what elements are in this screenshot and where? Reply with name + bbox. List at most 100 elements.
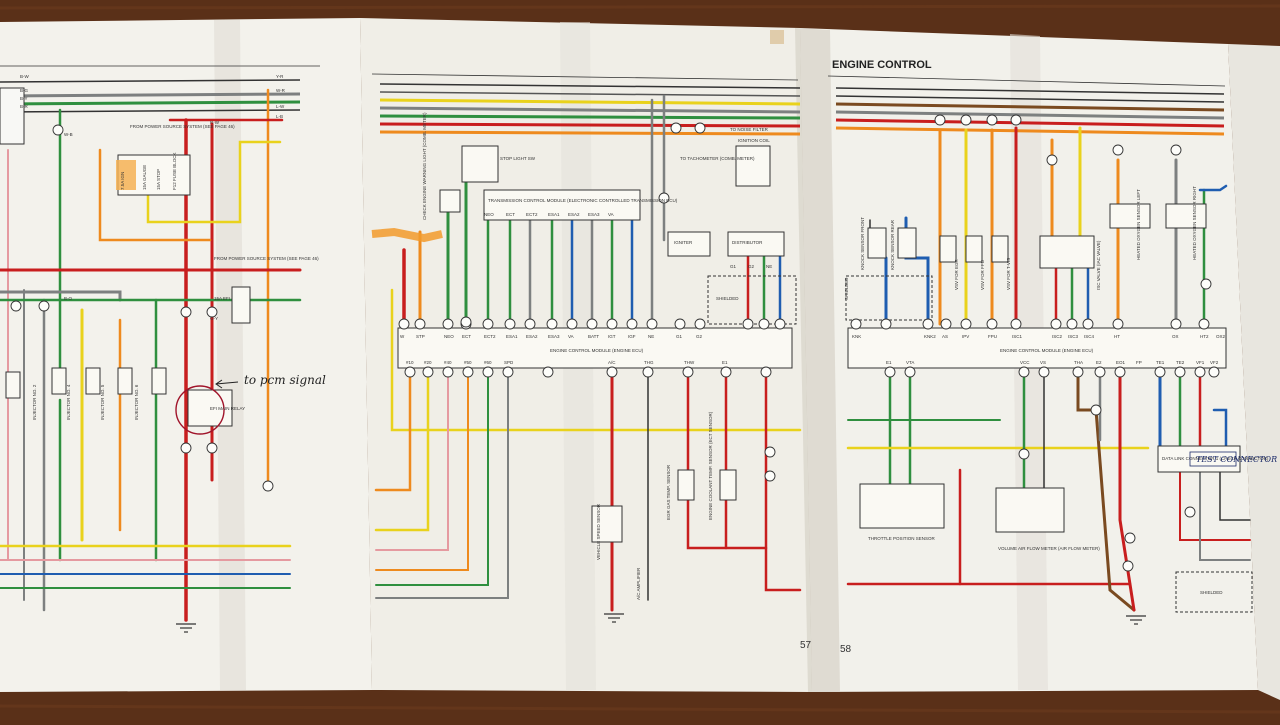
pin-circle-27 <box>682 366 694 378</box>
wire-79 <box>1179 471 1251 541</box>
distributor-pin-label: G1 <box>730 264 737 269</box>
wire-78 <box>1212 408 1228 448</box>
ground-symbols <box>176 613 1146 633</box>
ecm-right-top-pin-label: OX <box>1172 334 1179 339</box>
tcm-box <box>483 189 641 221</box>
pin-circle-48 <box>1094 366 1106 378</box>
far-right-paper-edge <box>1228 44 1280 700</box>
bus-line-1 <box>379 91 801 97</box>
bus-line-5 <box>379 122 801 128</box>
pin-circle-66 <box>934 114 946 126</box>
pin-circle-79 <box>764 446 776 458</box>
ecm-middle-bottom-pin-label: THW <box>684 360 695 365</box>
noise-filter-label: TO NOISE FILTER <box>730 127 769 132</box>
marker-highlight <box>371 227 443 243</box>
shield-box-right-bottom <box>1175 571 1253 613</box>
pin-circle-44 <box>904 366 916 378</box>
tcm-pin-label: ECT2 <box>526 212 538 217</box>
ecm-right-top-pin-label: OX2 <box>1216 334 1226 339</box>
stop-light-switch-box <box>461 145 499 183</box>
check-engine-lamp-box <box>439 189 461 213</box>
orange-marker-stroke <box>371 227 443 243</box>
pin-circle-28 <box>720 366 732 378</box>
wire-74 <box>1118 368 1136 612</box>
wire-14 <box>0 290 122 302</box>
ground-symbol-right <box>1126 615 1146 625</box>
section-title: ENGINE CONTROL <box>832 59 932 71</box>
injector-label: INJECTOR NO. 4 <box>66 384 71 420</box>
ecm-middle-top-pin-label: NE <box>648 334 654 339</box>
wire-42 <box>375 369 489 586</box>
pin-circle-31 <box>880 318 892 330</box>
ecm-middle-top-pin-label: ECT2 <box>484 334 496 339</box>
wire-48 <box>764 368 802 592</box>
pin-circle-36 <box>1010 318 1022 330</box>
wire-43 <box>375 369 509 599</box>
tcm-label: TRANSMISSION CONTROL MODULE (ELECTRONIC … <box>488 198 678 203</box>
pin-circle-11 <box>626 318 638 330</box>
wire-code-label: B-G <box>20 88 29 93</box>
sensor-label: A/C AMPLIFIER <box>636 567 641 600</box>
page-number-right: 58 <box>840 644 852 655</box>
vsv-label: VSV FOR FPU <box>980 260 985 290</box>
ecm-right-label: ENGINE CONTROL MODULE (ENGINE ECU) <box>1000 348 1094 353</box>
ecm-middle-bottom-pin-label: #20 <box>424 360 432 365</box>
vsv-label: VSV FOR EGR <box>954 258 959 290</box>
pin-circle-23 <box>502 366 514 378</box>
ecm-middle-bottom-pin-label: #60 <box>484 360 492 365</box>
ecm-middle-top-pin-label: IGT <box>608 334 616 339</box>
relay-circle-annotation <box>175 385 225 435</box>
ecm-right-top-pin-label: ISC2 <box>1052 334 1063 339</box>
efi-source-label: FROM POWER SOURCE SYSTEM (SEE PAGE 46) <box>214 256 319 261</box>
pin-circle-32 <box>922 318 934 330</box>
oxygen-sensor-left-box <box>1109 203 1151 229</box>
shielded-right-label: SHIELDED <box>1200 590 1223 595</box>
pin-circle-1 <box>414 318 426 330</box>
top-bus-lines <box>0 79 1225 136</box>
pin-circle-38 <box>1066 318 1078 330</box>
connector-box-topleft <box>0 87 25 145</box>
pin-circle-43 <box>884 366 896 378</box>
pin-circle-57 <box>180 442 192 454</box>
wire-code-label: L-B <box>276 114 283 119</box>
pin-circle-80 <box>764 470 776 482</box>
pin-circle-51 <box>1174 366 1186 378</box>
pin-circle-61 <box>38 300 50 312</box>
wire-code-label: W-R <box>276 88 286 93</box>
data-link-connector-box <box>1157 445 1241 473</box>
pin-circle-22 <box>482 366 494 378</box>
bus-line-11 <box>835 87 1225 95</box>
ecm-right-bottom-pin-label: TE1 <box>1156 360 1165 365</box>
ecm-middle-bottom-pin-label: #10 <box>406 360 414 365</box>
pin-circle-70 <box>1046 154 1058 166</box>
pin-circle-78 <box>1184 506 1196 518</box>
wire-code-label: L-W <box>276 104 285 109</box>
ecm-right-bottom-pin-label: VTA <box>906 360 914 365</box>
pin-circle-68 <box>986 114 998 126</box>
shielded-right-top-label: SHIELDED <box>844 277 849 300</box>
page-frames <box>0 65 1226 87</box>
ecm-middle-top-pin-label: STP <box>416 334 425 339</box>
shielded-middle-label: SHIELDED <box>716 296 739 301</box>
handwritten-annotation: to pcm signal TEST CONNECTOR <box>215 373 1277 467</box>
wire-39 <box>374 368 430 532</box>
wire-group <box>0 88 1251 622</box>
wire-40 <box>375 369 449 551</box>
pin-circle-8 <box>566 318 578 330</box>
vsv-tvis-box <box>991 235 1009 263</box>
bus-line-4 <box>379 114 801 120</box>
ecm-middle-top-pin-label: IGF <box>628 334 636 339</box>
wire-code-label: B-R <box>20 104 29 109</box>
handwritten-note: to pcm signal <box>244 373 326 387</box>
pin-circle-9 <box>586 318 598 330</box>
coolant-temp-sensor-box <box>719 469 737 501</box>
tcm-pin-label: NEO <box>484 212 494 217</box>
pin-circle-45 <box>1018 366 1030 378</box>
pin-circle-24 <box>542 366 554 378</box>
ecm-middle-bottom-pin-label: THG <box>644 360 654 365</box>
pin-circle-52 <box>1194 366 1206 378</box>
pin-circle-16 <box>758 318 770 330</box>
vsv-egr-box <box>939 235 957 263</box>
pin-circle-19 <box>422 366 434 378</box>
